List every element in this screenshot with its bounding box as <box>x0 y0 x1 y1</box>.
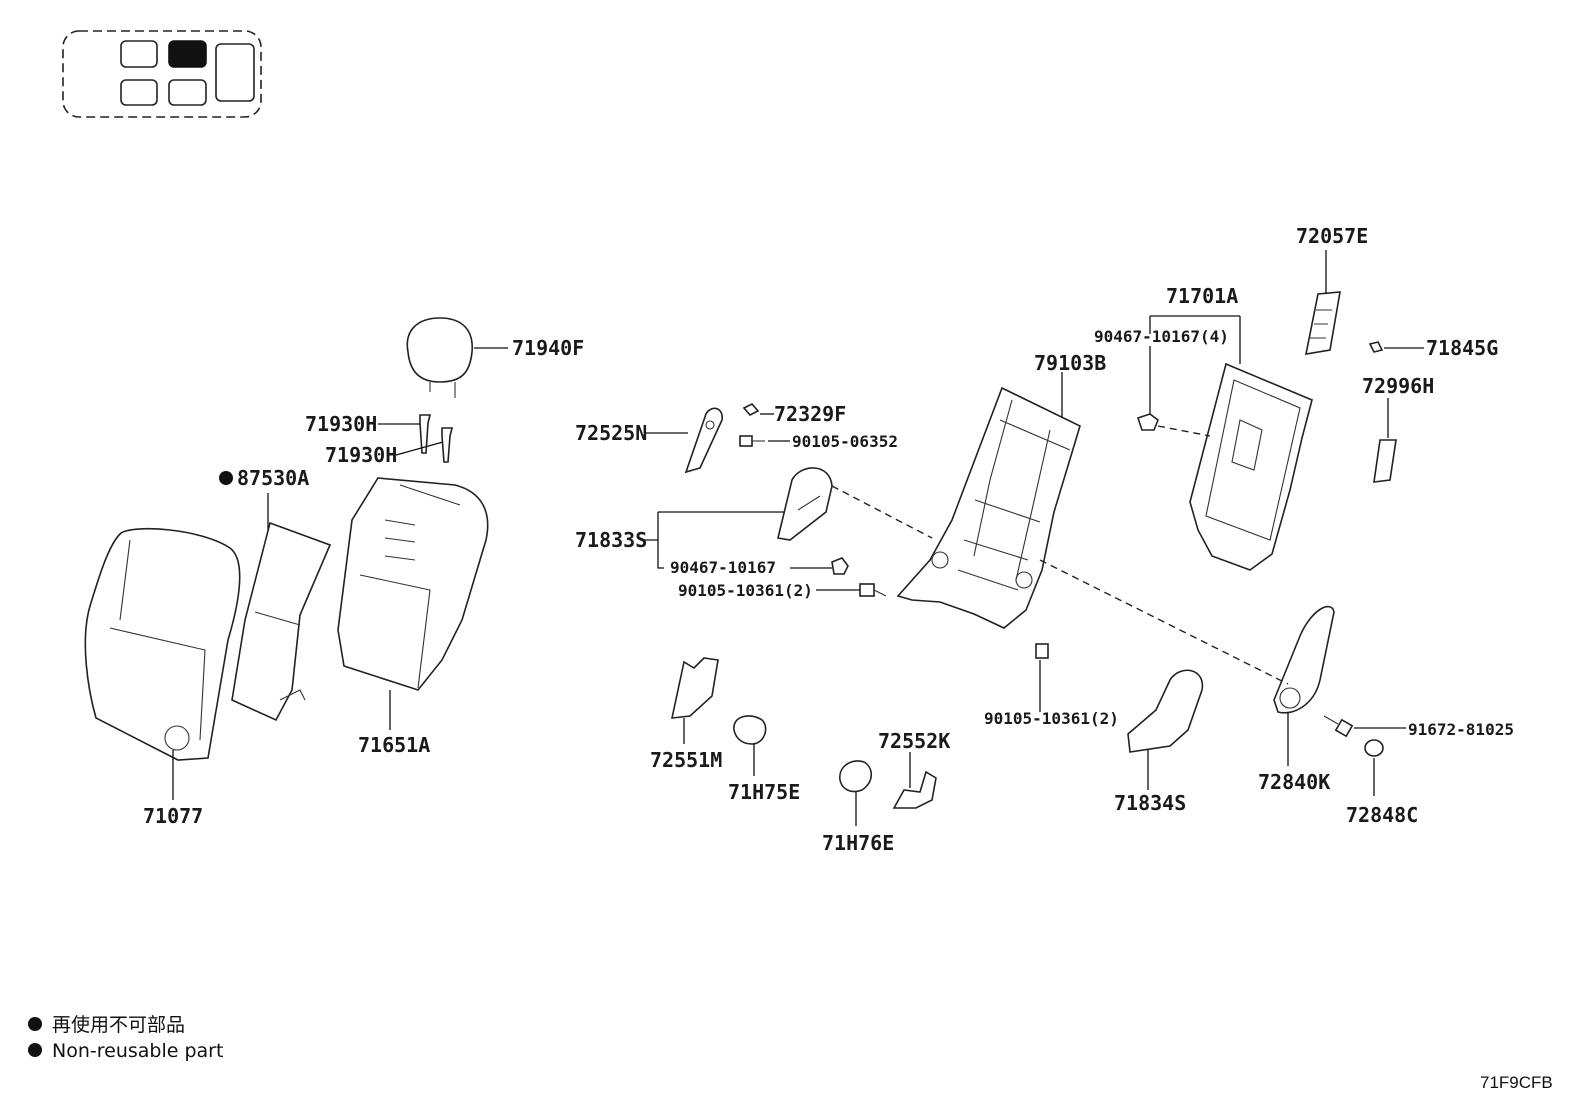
label-71834S: 71834S <box>1114 791 1186 815</box>
locator-seat-front-left <box>120 40 158 68</box>
label-90467-10167: 90467-10167 <box>670 558 776 577</box>
clip-71845G-part <box>1368 341 1424 353</box>
non-reusable-marker <box>219 471 233 485</box>
headrest-part <box>406 317 508 398</box>
label-71845G: 71845G <box>1426 336 1498 360</box>
label-71077: 71077 <box>143 804 203 828</box>
seat-heater-pad-part <box>231 493 332 722</box>
label-90105-10361-upper: 90105-10361(2) <box>678 581 813 600</box>
clip-10167-part <box>790 557 849 575</box>
cap-72848C-part <box>1364 739 1384 796</box>
label-87530A: 87530A <box>237 466 309 490</box>
knob-71H75E-part <box>733 715 767 776</box>
locator-seat-rear-left <box>120 79 158 106</box>
legend-bullet-en <box>28 1043 42 1057</box>
label-71H76E: 71H76E <box>822 831 894 855</box>
clip-part <box>742 403 774 416</box>
label-72525N: 72525N <box>575 421 647 445</box>
bolt-06352-part <box>739 435 790 447</box>
hinge-cover-72840K-part <box>1273 605 1335 766</box>
legend-line-jp: 再使用不可部品 <box>52 1014 185 1036</box>
recliner-cover-inner-part <box>640 467 833 569</box>
seat-locator <box>62 30 262 118</box>
label-71930H-upper: 71930H <box>305 412 377 436</box>
label-72552K: 72552K <box>878 729 950 753</box>
seatback-cover-part <box>84 527 241 800</box>
diagram-code: 71F9CFB <box>1480 1073 1553 1092</box>
label-71H75E: 71H75E <box>728 780 800 804</box>
locator-seat-rear-center <box>168 79 207 106</box>
seatback-pad-part <box>337 477 489 730</box>
label-90105-10361-lower: 90105-10361(2) <box>984 709 1119 728</box>
label-72996H: 72996H <box>1362 374 1434 398</box>
label-90105-06352: 90105-06352 <box>792 432 898 451</box>
striker-72996H-part <box>1373 398 1397 483</box>
label-91672-81025: 91672-81025 <box>1408 720 1514 739</box>
bracket-72551M-part <box>670 657 719 744</box>
label-72551M: 72551M <box>650 748 722 772</box>
locator-seat-highlighted <box>168 40 207 68</box>
latch-72057E-part <box>1304 250 1341 355</box>
label-71833S: 71833S <box>575 528 647 552</box>
label-79103B: 79103B <box>1034 351 1106 375</box>
screw-91672-part <box>1323 715 1406 738</box>
assembly-guide-lines <box>831 425 1289 685</box>
label-72329F: 72329F <box>774 402 846 426</box>
headrest-support-part <box>378 414 454 463</box>
bracket-72552K-part <box>892 752 937 809</box>
label-72848C: 72848C <box>1346 803 1418 827</box>
recliner-cover-outer-part <box>1127 669 1204 790</box>
label-71940F: 71940F <box>512 336 584 360</box>
knob-71H76E-part <box>839 760 873 826</box>
seatback-board-part <box>1149 315 1313 571</box>
locator-seat-right <box>215 43 255 102</box>
legend-line-en: Non-reusable part <box>52 1040 223 1062</box>
seatback-frame-part <box>896 372 1081 629</box>
label-90467-10167-4: 90467-10167(4) <box>1094 327 1229 346</box>
recliner-lever-part <box>645 407 723 474</box>
label-72057E: 72057E <box>1296 224 1368 248</box>
label-72840K: 72840K <box>1258 770 1330 794</box>
legend-bullet-jp <box>28 1017 42 1031</box>
legend: 再使用不可部品 Non-reusable part <box>28 1014 223 1062</box>
bolt-10361-lower-part <box>1035 643 1049 712</box>
label-71930H-lower: 71930H <box>325 443 397 467</box>
label-71701A: 71701A <box>1166 284 1238 308</box>
bolt-10361-upper-part <box>816 583 887 597</box>
label-71651A: 71651A <box>358 733 430 757</box>
clip-10167-4-part <box>1136 346 1159 431</box>
